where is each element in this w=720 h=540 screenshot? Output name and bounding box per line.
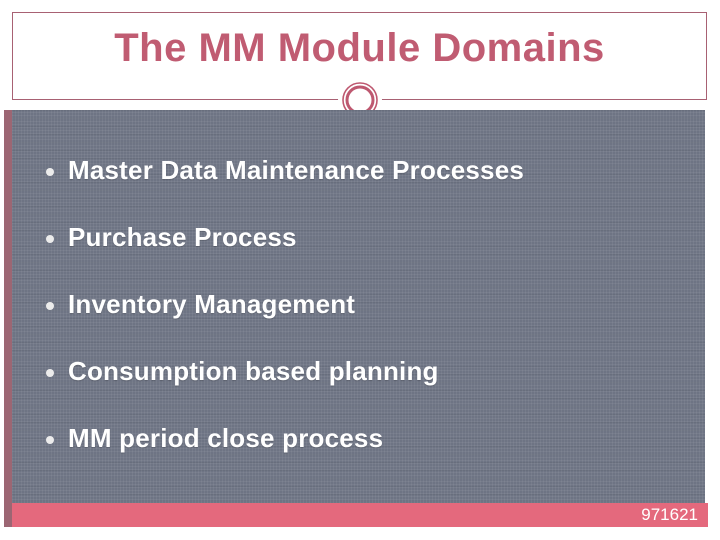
bullet-label: Consumption based planning bbox=[68, 356, 439, 386]
bullet-label: Inventory Management bbox=[68, 289, 356, 319]
bullet-label: Master Data Maintenance Processes bbox=[68, 155, 525, 185]
bullet-dot-icon bbox=[46, 368, 54, 377]
bullet-dot-icon bbox=[46, 435, 54, 444]
bullet-label: Purchase Process bbox=[68, 222, 297, 252]
bullet-list: Master Data Maintenance Processes Purcha… bbox=[12, 110, 705, 472]
bullet-dot-icon bbox=[46, 234, 54, 243]
bullet-label: MM period close process bbox=[68, 423, 384, 453]
list-item: MM period close process bbox=[46, 405, 695, 472]
bullet-dot-icon bbox=[46, 167, 54, 176]
content-panel: Master Data Maintenance Processes Purcha… bbox=[12, 110, 705, 503]
list-item: Consumption based planning bbox=[46, 338, 695, 405]
bullet-dot-icon bbox=[46, 301, 54, 310]
list-item: Purchase Process bbox=[46, 204, 695, 271]
list-item: Master Data Maintenance Processes bbox=[46, 137, 695, 204]
footer-bar: 971621 bbox=[12, 503, 708, 527]
list-item: Inventory Management bbox=[46, 271, 695, 338]
left-accent-bar bbox=[4, 110, 12, 527]
page-number: 971621 bbox=[641, 505, 698, 524]
page-title: The MM Module Domains bbox=[114, 26, 605, 70]
